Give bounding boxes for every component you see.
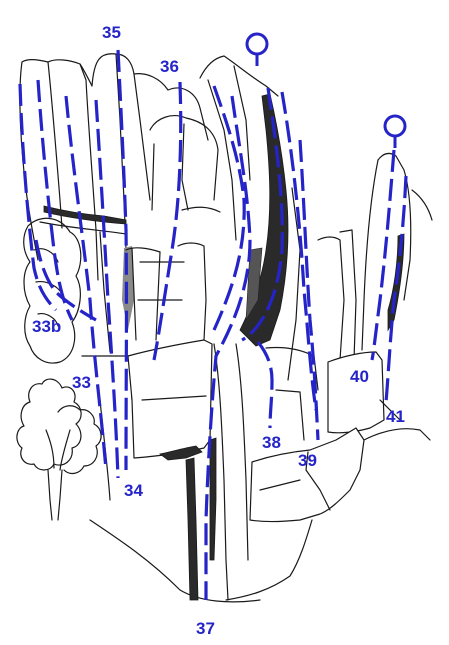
route-line-left-a[interactable] (20, 84, 56, 310)
route-line-36[interactable] (154, 82, 181, 360)
route-label-35: 35 (102, 23, 121, 42)
route-label-33b: 33b (32, 317, 61, 336)
route-line-33[interactable] (66, 96, 106, 470)
belay-anchor-icon (385, 116, 405, 148)
belay-anchor-icon (247, 34, 267, 66)
rock-drawing (17, 54, 432, 602)
route-line-38[interactable] (258, 342, 272, 428)
route-label-37: 37 (196, 619, 215, 638)
route-label-33: 33 (72, 373, 91, 392)
route-label-39: 39 (298, 451, 317, 470)
route-label-40: 40 (350, 367, 369, 386)
route-label-41: 41 (386, 407, 405, 426)
route-label-38: 38 (262, 433, 281, 452)
route-label-36: 36 (160, 57, 179, 76)
route-line-34[interactable] (96, 100, 118, 478)
tree-drawing (17, 379, 101, 520)
route-line-36b[interactable] (214, 86, 244, 330)
route-label-34: 34 (124, 481, 143, 500)
